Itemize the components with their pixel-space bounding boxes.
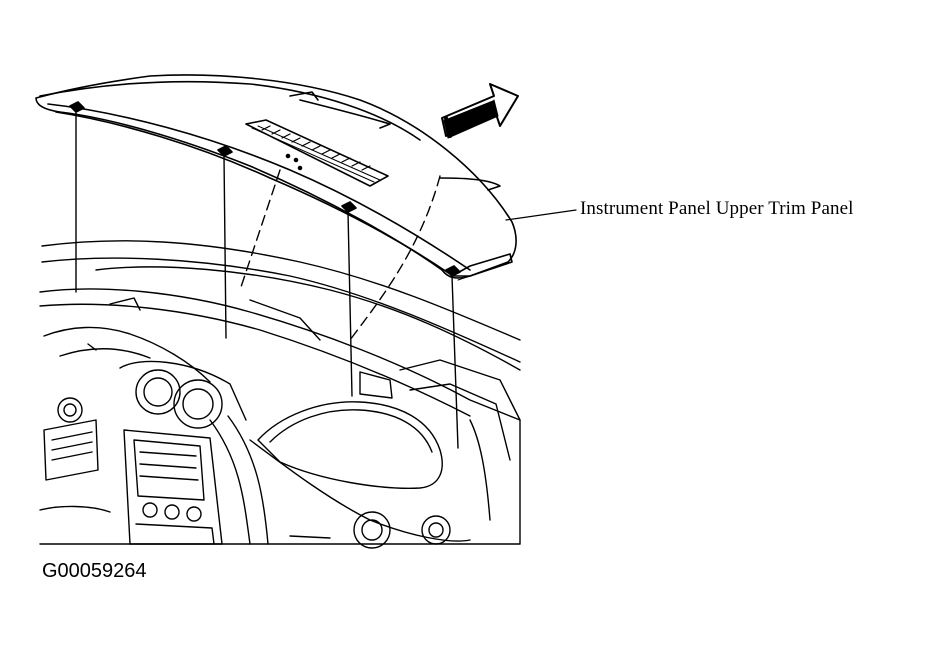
callout-leader-line [505, 209, 577, 221]
callout-label-upper-trim-panel: Instrument Panel Upper Trim Panel [580, 198, 854, 219]
lower-instrument-panel [39, 240, 521, 549]
upper-trim-panel [35, 74, 517, 281]
removal-direction-arrow [441, 83, 519, 139]
alignment-guide-lines [75, 111, 459, 449]
figure-id-label: G00059264 [42, 560, 147, 582]
